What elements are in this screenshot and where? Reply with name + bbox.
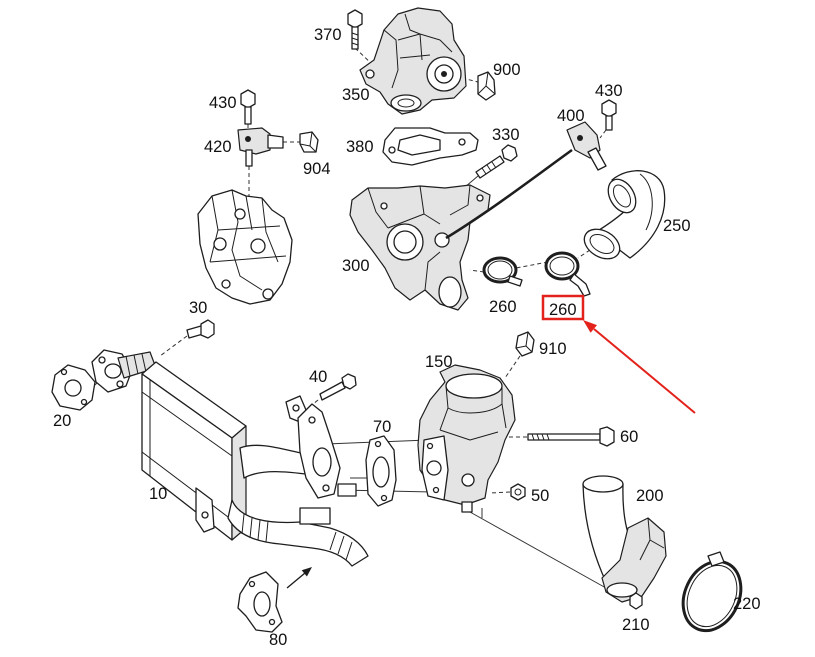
callout-430-right: 430	[595, 82, 623, 100]
callout-210: 210	[622, 616, 650, 634]
highlight-arrow-line	[593, 328, 696, 414]
part-380-gasket	[382, 127, 479, 166]
part-430-bolt-left	[240, 89, 256, 125]
highlight-box	[541, 294, 585, 321]
part-220-clamp	[681, 551, 743, 633]
part-80-gasket	[237, 567, 312, 633]
part-20-gasket	[51, 364, 96, 411]
callout-150: 150	[425, 353, 453, 371]
callout-420: 420	[204, 138, 232, 156]
part-370-bolt	[347, 9, 363, 50]
part-30-bolt	[186, 319, 215, 339]
part-420-sensor	[237, 127, 284, 167]
callout-70: 70	[373, 418, 391, 436]
highlight-annotation: 260	[541, 294, 696, 414]
callout-260-highlighted: 260	[549, 301, 577, 319]
callout-220: 220	[733, 595, 761, 613]
callout-910: 910	[539, 340, 567, 358]
callout-40: 40	[309, 368, 327, 386]
callout-250: 250	[663, 217, 691, 235]
callout-50: 50	[531, 487, 549, 505]
part-250-hose	[583, 170, 666, 260]
part-260-clamp-left	[482, 256, 523, 287]
part-430-bolt-right	[601, 99, 617, 131]
callout-330: 330	[492, 126, 520, 144]
leader-lines	[89, 47, 631, 599]
callout-80: 80	[269, 631, 287, 649]
callout-200: 200	[636, 487, 664, 505]
callout-370: 370	[314, 26, 342, 44]
callout-30: 30	[189, 299, 207, 317]
callout-10: 10	[149, 485, 167, 503]
callout-900: 900	[493, 61, 521, 79]
callout-400: 400	[557, 107, 585, 125]
callout-20: 20	[53, 412, 71, 430]
part-210-nut	[629, 592, 643, 610]
part-300-housing	[349, 184, 491, 311]
part-900-connector	[477, 71, 496, 101]
part-350	[359, 7, 467, 115]
part-70-gasket	[365, 435, 397, 507]
callout-904: 904	[303, 160, 331, 178]
part-150-valve	[417, 364, 516, 513]
part-200-pipe	[582, 475, 667, 603]
part-60-bolt	[527, 426, 615, 447]
part-260-clamp-right	[544, 251, 591, 297]
part-40-bolt	[319, 373, 357, 401]
part-910-connector	[515, 331, 535, 357]
callout-60: 60	[620, 428, 638, 446]
part-904-connector	[299, 131, 319, 153]
highlight-arrow-head	[583, 320, 597, 333]
part-400-sensor	[445, 121, 607, 240]
part-10-cooler	[91, 349, 369, 567]
callout-430-left: 430	[209, 94, 237, 112]
part-330-bolt	[475, 144, 518, 179]
callout-350: 350	[342, 86, 370, 104]
callout-260: 260	[489, 298, 517, 316]
callouts: 370 900 350 430 430 420 904 380 330 400 …	[53, 26, 761, 649]
callout-380: 380	[346, 138, 374, 156]
callout-300: 300	[342, 257, 370, 275]
exhaust-manifold	[197, 189, 293, 305]
part-50-nut	[510, 483, 526, 501]
